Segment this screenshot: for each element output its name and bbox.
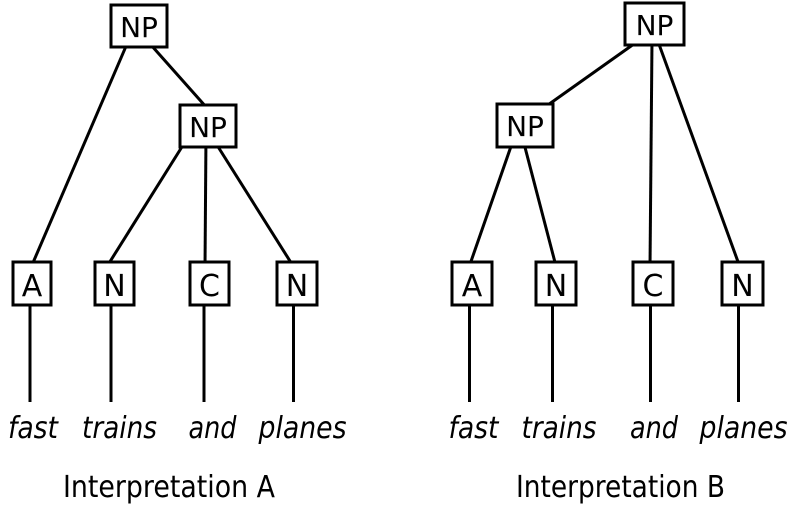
edge-a-innernp-to-n1 (104, 133, 192, 269)
edge-a-innernp-to-n2 (208, 133, 297, 270)
edge-b-innernp-to-n1 (519, 131, 559, 271)
label-a-root-np: NP (120, 11, 158, 44)
label-b-leaf-n1: N (545, 269, 567, 304)
word-b-fast: fast (449, 411, 500, 446)
edge-a-innernp-to-c (203, 133, 208, 269)
box-b-leaf-n2 (720, 260, 765, 307)
label-b-leaf-c: C (643, 269, 664, 304)
label-a-leaf-c: C (199, 269, 220, 304)
edge-b-innernp-to-a (466, 131, 518, 271)
label-b-leaf-n2: N (731, 269, 753, 304)
box-a-leaf-a (11, 260, 53, 307)
box-b-inner-np (495, 102, 555, 149)
label-a-leaf-n2: N (286, 269, 308, 304)
box-a-leaf-n1 (93, 260, 136, 307)
label-a-leaf-a: A (22, 269, 43, 304)
box-a-leaf-c (188, 260, 231, 307)
label-a-leaf-n1: N (103, 269, 125, 304)
box-b-leaf-c (631, 260, 675, 307)
word-a-and: and (189, 411, 238, 446)
word-b-and: and (630, 411, 679, 446)
tree-interpretation-a: NP NP A N C N fast trains and planes Int… (8, 3, 347, 505)
word-a-planes: planes (258, 411, 347, 446)
label-a-inner-np: NP (189, 111, 227, 144)
edge-b-root-to-c (648, 39, 654, 269)
word-a-trains: trains (82, 411, 157, 446)
caption-interpretation-a: Interpretation A (63, 470, 275, 505)
box-a-leaf-n2 (275, 260, 319, 307)
edge-a-root-to-a (27, 29, 135, 273)
tree-interpretation-b: NP NP A N C N fast trains and planes Int… (449, 1, 788, 505)
edge-b-root-to-n2 (654, 35, 743, 271)
word-a-fast: fast (8, 411, 59, 446)
box-b-root-np (623, 1, 686, 47)
label-b-leaf-a: A (462, 269, 483, 304)
box-b-leaf-n1 (534, 260, 578, 307)
box-a-root-np (109, 3, 169, 49)
caption-interpretation-b: Interpretation B (516, 470, 725, 505)
label-b-root-np: NP (636, 9, 674, 42)
box-b-leaf-a (450, 260, 494, 307)
word-b-trains: trains (522, 411, 597, 446)
word-b-planes: planes (699, 411, 788, 446)
edge-b-root-to-innernp (537, 32, 649, 114)
label-b-inner-np: NP (506, 110, 544, 143)
box-a-inner-np (178, 103, 238, 149)
